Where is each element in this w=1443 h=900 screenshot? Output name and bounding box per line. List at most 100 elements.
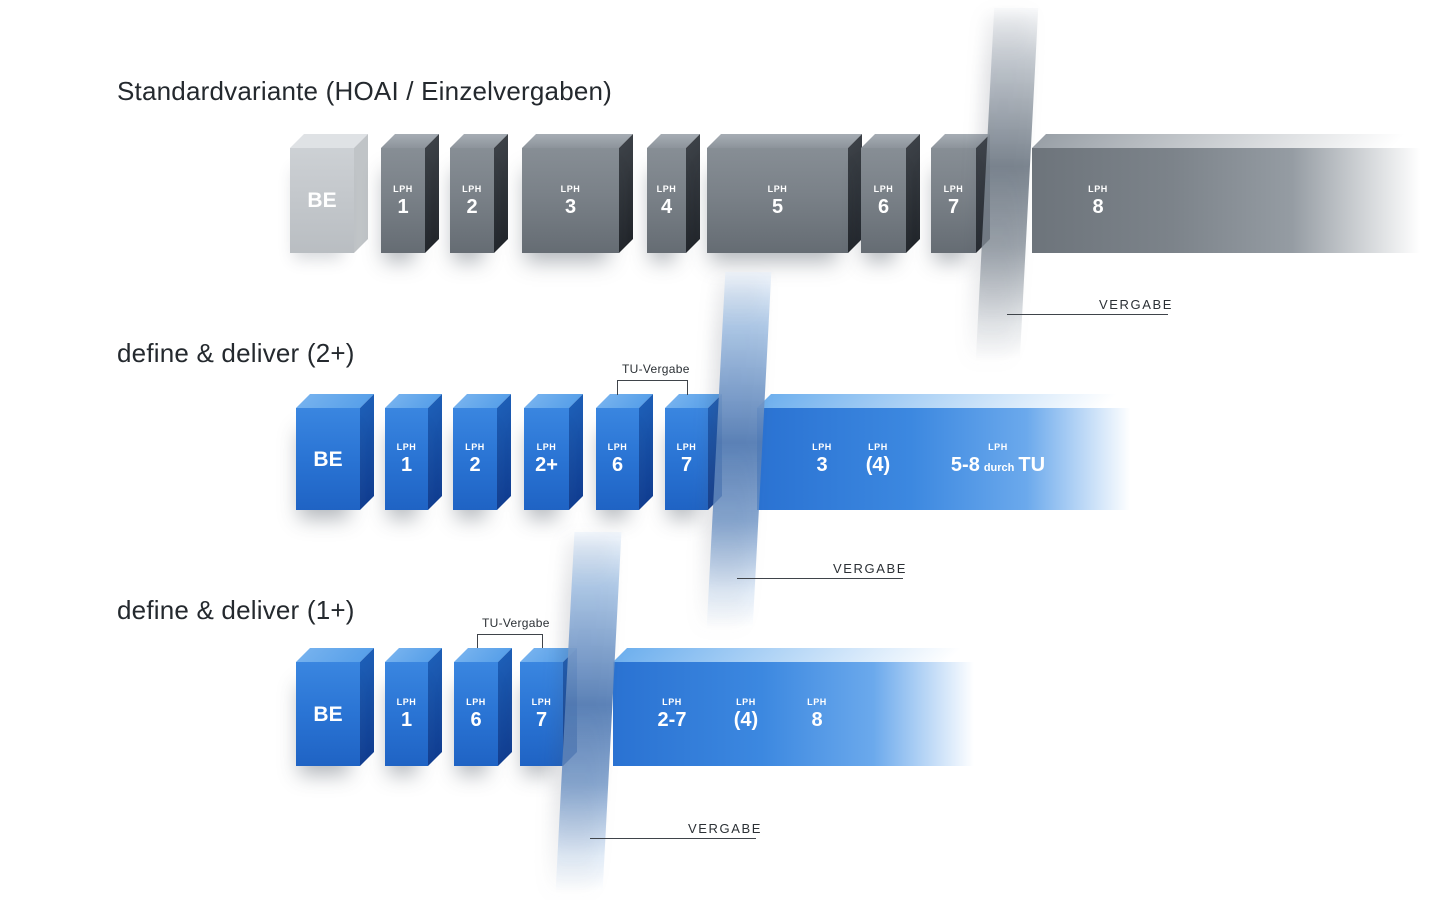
block-dd2-lph-7: LPH 7	[665, 394, 722, 510]
cube-front-face: LPH 2	[453, 408, 497, 510]
cube-right-face	[569, 394, 583, 510]
vergabe-divider-plane-dd2	[706, 272, 772, 628]
cube-front-face: LPH 2	[450, 148, 494, 253]
row-title-dd2: define & deliver (2+)	[117, 338, 355, 368]
lph-number: 1	[400, 709, 413, 731]
cube-front-face: LPH 6	[861, 148, 906, 253]
lph-durch-text: durch	[983, 462, 1015, 474]
cube-right-face	[686, 134, 700, 253]
cube-front-face: LPH 4	[647, 148, 686, 253]
block-std-lph-3: LPH 3	[522, 134, 633, 253]
block-dd2-lph-2: LPH 2	[453, 394, 511, 510]
lph-segment: LPH 3	[812, 442, 832, 476]
lph-segment: LPH (4)	[866, 443, 890, 476]
cube-top-face	[1032, 134, 1443, 148]
lph-caption: LPH	[396, 697, 417, 707]
block-std-lph-6: LPH 6	[861, 134, 920, 253]
lph-caption: LPH	[607, 442, 628, 452]
lph-number: (4)	[733, 709, 759, 731]
lph-caption: LPH	[656, 183, 677, 194]
lph-number: 4	[660, 195, 673, 218]
lph-number: 2+	[535, 454, 558, 476]
block-label: BE	[313, 447, 343, 471]
cube-front-face: LPH 1	[385, 662, 428, 766]
vergabe-label-dd2: VERGABE	[833, 561, 908, 576]
lph-caption: LPH	[736, 697, 756, 707]
lph-caption: LPH	[536, 442, 557, 452]
block-std-lph-5: LPH 5	[707, 134, 862, 253]
lph-segment: LPH (4)	[733, 697, 759, 731]
lph-caption: LPH	[466, 697, 486, 707]
vergabe-leader-line	[1007, 314, 1168, 315]
cube-right-face	[848, 134, 862, 253]
block-std-lph-7: LPH 7	[931, 134, 990, 253]
lph-caption: LPH	[812, 442, 832, 452]
cube-right-face	[494, 134, 508, 253]
cube-right-face	[360, 648, 374, 766]
cube-front-face: BE	[290, 148, 354, 253]
vergabe-leader-line	[737, 578, 903, 579]
lph-caption: LPH	[662, 697, 682, 707]
block-std-lph-2: LPH 2	[450, 134, 508, 253]
cube-top-face	[707, 134, 862, 148]
cube-front-face: LPH 1	[381, 148, 425, 253]
block-dd1-be: BE	[296, 648, 374, 766]
lph-caption: LPH	[767, 183, 788, 194]
block-dd2-lph-2plus: LPH 2+	[524, 394, 583, 510]
lph-caption: LPH	[396, 442, 417, 452]
tu-vergabe-bracket-dd1	[477, 634, 543, 648]
cube-front-face: LPH 7	[520, 662, 563, 766]
cube-right-face	[354, 134, 368, 253]
lph-caption: LPH	[988, 442, 1008, 452]
lph-number: 1	[400, 454, 413, 476]
lph-number: 5	[771, 195, 784, 218]
lph-number: 6	[877, 195, 890, 218]
cube-right-face	[906, 134, 920, 253]
lph-caption: LPH	[873, 183, 894, 194]
cube-right-face	[639, 394, 653, 510]
block-std-be: BE	[290, 134, 368, 253]
block-dd1-lph-7: LPH 7	[520, 648, 577, 766]
cube-front-face: LPH 6	[596, 408, 639, 510]
lph-number: 8	[811, 709, 823, 731]
cube-right-face	[428, 648, 442, 766]
tu-vergabe-label-dd2: TU-Vergabe	[622, 362, 690, 376]
cube-right-face	[497, 394, 511, 510]
cube-front-face: LPH 2+	[524, 408, 569, 510]
lph-caption: LPH	[807, 697, 827, 707]
block-dd2-lph-1: LPH 1	[385, 394, 442, 510]
lph-tu-text: TU	[1018, 454, 1046, 476]
lph-segment: LPH 8	[1088, 184, 1108, 218]
cube-front-face: LPH 3	[522, 148, 619, 253]
tu-vergabe-label-dd1: TU-Vergabe	[482, 616, 550, 630]
row-title-standard: Standardvariante (HOAI / Einzelvergaben)	[117, 76, 613, 106]
vergabe-leader-line	[590, 838, 756, 839]
cube-right-face	[498, 648, 512, 766]
block-std-lph-1: LPH 1	[381, 134, 439, 253]
cube-right-face	[425, 134, 439, 253]
cube-front-face: LPH 8	[1032, 148, 1432, 253]
cube-right-face	[619, 134, 633, 253]
block-label: BE	[307, 189, 337, 212]
lph-caption: LPH	[560, 183, 581, 194]
lph-number: 2-7	[657, 709, 687, 731]
cube-front-face: LPH 7	[931, 148, 976, 253]
lph-caption: LPH	[943, 183, 964, 194]
block-std-lph-8: LPH 8	[1032, 134, 1443, 253]
lph-number: 7	[947, 195, 960, 218]
block-dd2-be: BE	[296, 394, 374, 510]
block-dd1-lph-1: LPH 1	[385, 648, 442, 766]
cube-top-face	[613, 648, 999, 662]
block-dd1-tu-block: LPH 2-7 LPH (4) LPH 8	[613, 648, 999, 766]
row-title-dd1: define & deliver (1+)	[117, 595, 355, 625]
tu-vergabe-bracket-dd2	[617, 380, 688, 395]
block-std-lph-4: LPH 4	[647, 134, 700, 253]
lph-number: 6	[470, 709, 482, 731]
cube-front-face: LPH 5	[707, 148, 848, 253]
lph-caption: LPH	[676, 442, 697, 452]
cube-top-face	[757, 394, 1156, 408]
lph-number: 8	[1092, 195, 1104, 218]
